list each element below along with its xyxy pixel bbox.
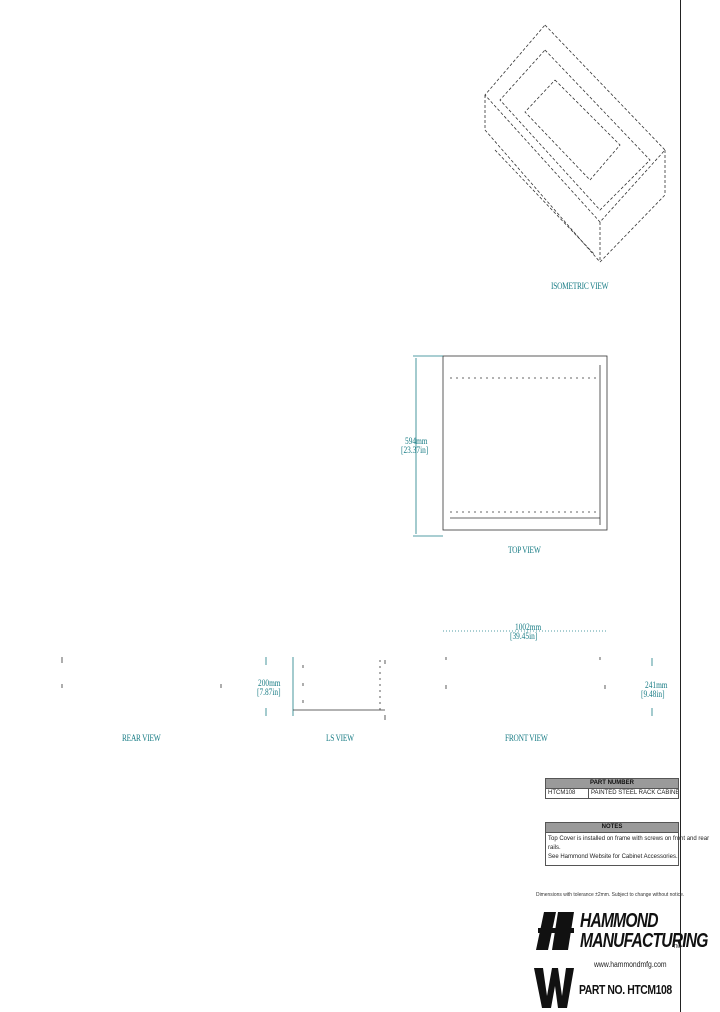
isometric-view-label: ISOMETRIC VIEW <box>551 281 609 291</box>
rear-view-label: REAR VIEW <box>122 733 161 743</box>
website-text: www.hammondmfg.com <box>594 960 667 969</box>
iso-inner-panel <box>524 79 621 181</box>
front-view-drawing <box>445 657 653 716</box>
iso-bottom-right <box>599 194 666 263</box>
ls-view-drawing <box>292 657 386 720</box>
iso-outer-top <box>484 24 666 223</box>
front-height-mm: 241mm <box>645 680 668 690</box>
rear-view-drawing <box>61 657 267 716</box>
part-description-cell: PAINTED STEEL RACK CABINET TOP <box>591 790 678 796</box>
title-block: Dimensions with tolerance ±2mm. Subject … <box>532 892 708 1012</box>
top-view-label: TOP VIEW <box>508 545 541 555</box>
trademark-mark: TM <box>673 944 681 950</box>
top-view-drawing <box>413 355 608 537</box>
notes-table-header: NOTES <box>545 822 679 833</box>
sheet-border-line <box>680 0 681 1012</box>
notes-table: NOTES Top Cover is installed on frame wi… <box>545 822 710 866</box>
iso-inner-top <box>499 49 651 211</box>
notes-line: Top Cover is installed on frame with scr… <box>548 836 710 842</box>
ls-view-label: LS VIEW <box>326 733 354 743</box>
disclaimer-text: Dimensions with tolerance ±2mm. Subject … <box>536 892 685 898</box>
front-width-mm: 1002mm <box>515 622 542 632</box>
table-row: HTCM108 PAINTED STEEL RACK CABINET TOP <box>545 789 679 799</box>
notes-line: See Hammond Website for Cabinet Accessor… <box>548 854 678 860</box>
iso-mid-line <box>494 149 596 256</box>
brand-name-line1: HAMMOND <box>580 910 659 932</box>
top-depth-in: [23.37in] <box>401 445 429 455</box>
notes-line: rails. <box>548 845 561 851</box>
front-view-label: FRONT VIEW <box>505 733 548 743</box>
ls-height-in: [7.87in] <box>257 687 281 697</box>
top-depth-mm: 594mm <box>405 436 428 446</box>
part-number-label: PART NO. HTCM108 <box>579 982 672 997</box>
top-view-outline <box>442 355 608 531</box>
isometric-view-drawing <box>484 24 666 263</box>
ls-height-mm: 200mm <box>258 678 281 688</box>
notes-body: Top Cover is installed on frame with scr… <box>545 833 710 866</box>
brand-name-line2: MANUFACTURING <box>580 930 708 952</box>
front-height-in: [9.48in] <box>641 689 665 699</box>
parts-table-header: PART NUMBER <box>545 778 679 789</box>
hammond-w-logo-icon <box>534 968 574 1008</box>
iso-bottom-left <box>484 129 601 263</box>
parts-table: PART NUMBER HTCM108 PAINTED STEEL RACK C… <box>545 778 679 799</box>
part-number-cell: HTCM108 <box>546 789 589 798</box>
front-width-in: [39.45in] <box>510 631 538 641</box>
hammond-logo-icon <box>536 912 574 950</box>
